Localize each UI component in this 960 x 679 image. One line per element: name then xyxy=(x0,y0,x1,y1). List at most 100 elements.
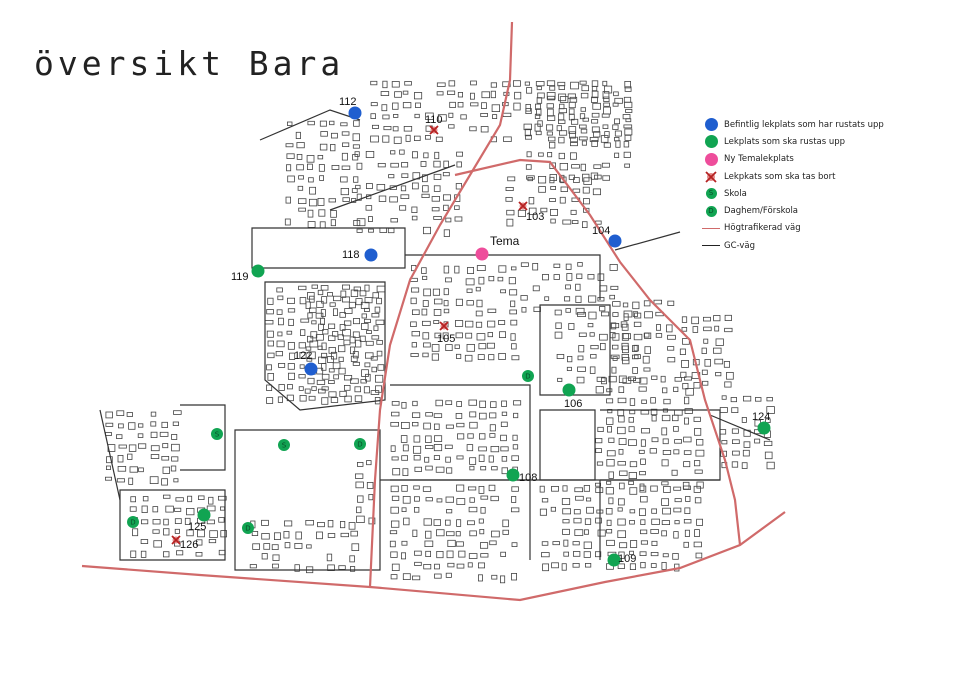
building-outline xyxy=(651,414,657,422)
building-outline xyxy=(299,297,307,305)
building-outline xyxy=(723,361,730,368)
building-outline xyxy=(590,353,597,359)
building-outline xyxy=(443,308,450,314)
building-outline xyxy=(448,80,456,87)
building-outline xyxy=(591,90,599,99)
building-outline xyxy=(526,175,535,180)
building-outline xyxy=(163,528,170,536)
building-outline xyxy=(356,162,363,170)
building-outline xyxy=(618,551,625,559)
building-outline xyxy=(624,163,631,168)
building-outline xyxy=(400,421,410,429)
building-outline xyxy=(332,295,342,302)
building-outline xyxy=(326,292,333,297)
building-outline xyxy=(563,551,569,557)
building-outline xyxy=(445,572,452,578)
building-outline xyxy=(413,435,421,443)
building-outline xyxy=(489,540,497,546)
building-outline xyxy=(579,124,587,129)
building-outline xyxy=(611,366,617,374)
building-outline xyxy=(583,541,592,549)
building-outline xyxy=(642,355,650,364)
building-outline xyxy=(420,161,427,167)
building-outline xyxy=(617,507,623,512)
building-outline xyxy=(278,384,285,391)
building-outline xyxy=(361,313,367,319)
building-outline xyxy=(377,364,385,371)
building-outline xyxy=(413,92,423,100)
building-outline xyxy=(467,433,474,439)
building-outline xyxy=(603,102,610,107)
building-outline xyxy=(368,494,374,501)
building-outline xyxy=(638,449,645,454)
building-outline xyxy=(285,196,291,204)
building-outline xyxy=(597,296,605,302)
building-outline xyxy=(318,164,325,172)
building-outline xyxy=(643,332,650,338)
building-outline xyxy=(381,104,388,112)
building-outline xyxy=(612,124,619,130)
building-outline xyxy=(542,563,549,572)
building-outline xyxy=(490,82,498,88)
building-outline xyxy=(387,227,395,234)
building-outline xyxy=(623,313,629,321)
building-outline xyxy=(354,395,363,402)
building-outline xyxy=(602,80,608,87)
building-outline xyxy=(435,399,443,407)
building-outline xyxy=(298,198,307,204)
building-outline xyxy=(425,435,432,443)
building-outline xyxy=(560,176,567,184)
building-outline xyxy=(393,136,402,144)
building-outline xyxy=(466,288,473,293)
building-outline xyxy=(641,399,647,404)
building-outline xyxy=(667,300,675,306)
building-outline xyxy=(640,458,646,465)
building-outline xyxy=(327,520,334,528)
building-outline xyxy=(320,285,329,291)
green-playground-marker xyxy=(757,421,771,435)
building-outline xyxy=(195,552,203,557)
building-outline xyxy=(294,543,303,549)
building-outline xyxy=(732,450,740,456)
building-outline xyxy=(610,354,620,359)
building-outline xyxy=(276,287,283,293)
building-outline xyxy=(343,339,351,346)
building-outline xyxy=(390,551,398,558)
building-outline xyxy=(326,553,333,562)
building-outline xyxy=(413,485,420,490)
building-outline xyxy=(266,330,274,338)
building-outline xyxy=(266,309,274,315)
building-outline xyxy=(541,552,550,558)
building-outline xyxy=(590,172,599,180)
building-outline xyxy=(267,352,275,359)
building-outline xyxy=(402,102,412,109)
building-outline xyxy=(600,342,606,351)
building-outline xyxy=(661,481,669,486)
building-outline xyxy=(546,103,554,109)
building-outline xyxy=(621,333,629,341)
building-outline xyxy=(458,550,466,558)
legend-row-blue: Befintlig lekplats som har rustats upp xyxy=(700,116,950,133)
building-outline xyxy=(361,369,369,377)
building-outline xyxy=(319,120,327,127)
building-outline xyxy=(618,498,625,506)
building-outline xyxy=(321,352,328,359)
building-outline xyxy=(364,284,370,292)
building-outline xyxy=(412,400,418,407)
building-outline xyxy=(599,285,608,292)
building-outline xyxy=(674,439,682,444)
building-outline xyxy=(152,519,161,525)
building-outline xyxy=(628,376,636,381)
building-outline xyxy=(339,312,346,318)
building-outline xyxy=(501,400,507,407)
building-outline xyxy=(640,562,646,569)
building-outline xyxy=(295,531,302,540)
building-outline xyxy=(599,333,608,341)
building-outline xyxy=(330,219,337,227)
building-outline xyxy=(320,131,328,137)
building-outline xyxy=(401,173,409,179)
building-outline xyxy=(383,126,392,131)
building-outline xyxy=(454,344,460,349)
building-outline xyxy=(511,455,519,461)
building-outline xyxy=(339,521,346,529)
